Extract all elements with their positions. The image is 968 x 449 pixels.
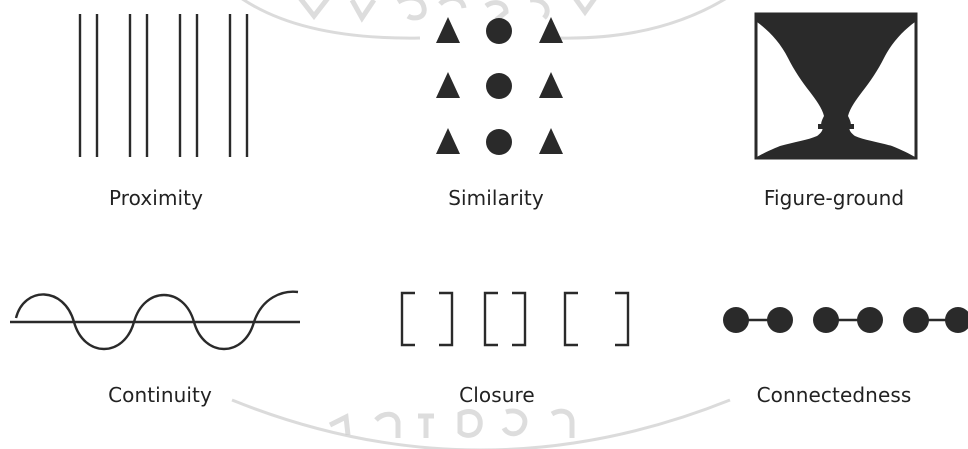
triangle-shape: [436, 72, 460, 98]
circle-shape: [486, 129, 512, 155]
proximity-lines: [80, 14, 247, 157]
continuity-label: Continuity: [10, 383, 310, 407]
bracket-left: [565, 293, 578, 345]
closure-brackets: [402, 293, 628, 345]
bracket-right: [615, 293, 628, 345]
triangle-shape: [539, 72, 563, 98]
bracket-right: [439, 293, 452, 345]
similarity-shapes: [436, 17, 563, 155]
continuity-wave: [16, 292, 298, 349]
figure-ground-vase: [756, 14, 916, 158]
connectedness-figure: [723, 307, 968, 333]
bracket-left: [402, 293, 415, 345]
triangle-shape: [539, 128, 563, 154]
dot: [767, 307, 793, 333]
dot: [813, 307, 839, 333]
bracket-right: [512, 293, 525, 345]
similarity-label: Similarity: [346, 186, 646, 210]
circle-shape: [486, 73, 512, 99]
continuity-figure: [10, 292, 300, 349]
connectedness-label: Connectedness: [684, 383, 968, 407]
bracket-left: [485, 293, 498, 345]
proximity-label: Proximity: [6, 186, 306, 210]
vase-base: [818, 124, 854, 129]
dot: [903, 307, 929, 333]
figure-ground-label: Figure-ground: [684, 186, 968, 210]
dot: [723, 307, 749, 333]
closure-label: Closure: [347, 383, 647, 407]
vase-lip: [824, 114, 848, 118]
circle-shape: [486, 18, 512, 44]
dot: [945, 307, 968, 333]
dot: [857, 307, 883, 333]
triangle-shape: [539, 17, 563, 43]
triangle-shape: [436, 17, 460, 43]
triangle-shape: [436, 128, 460, 154]
